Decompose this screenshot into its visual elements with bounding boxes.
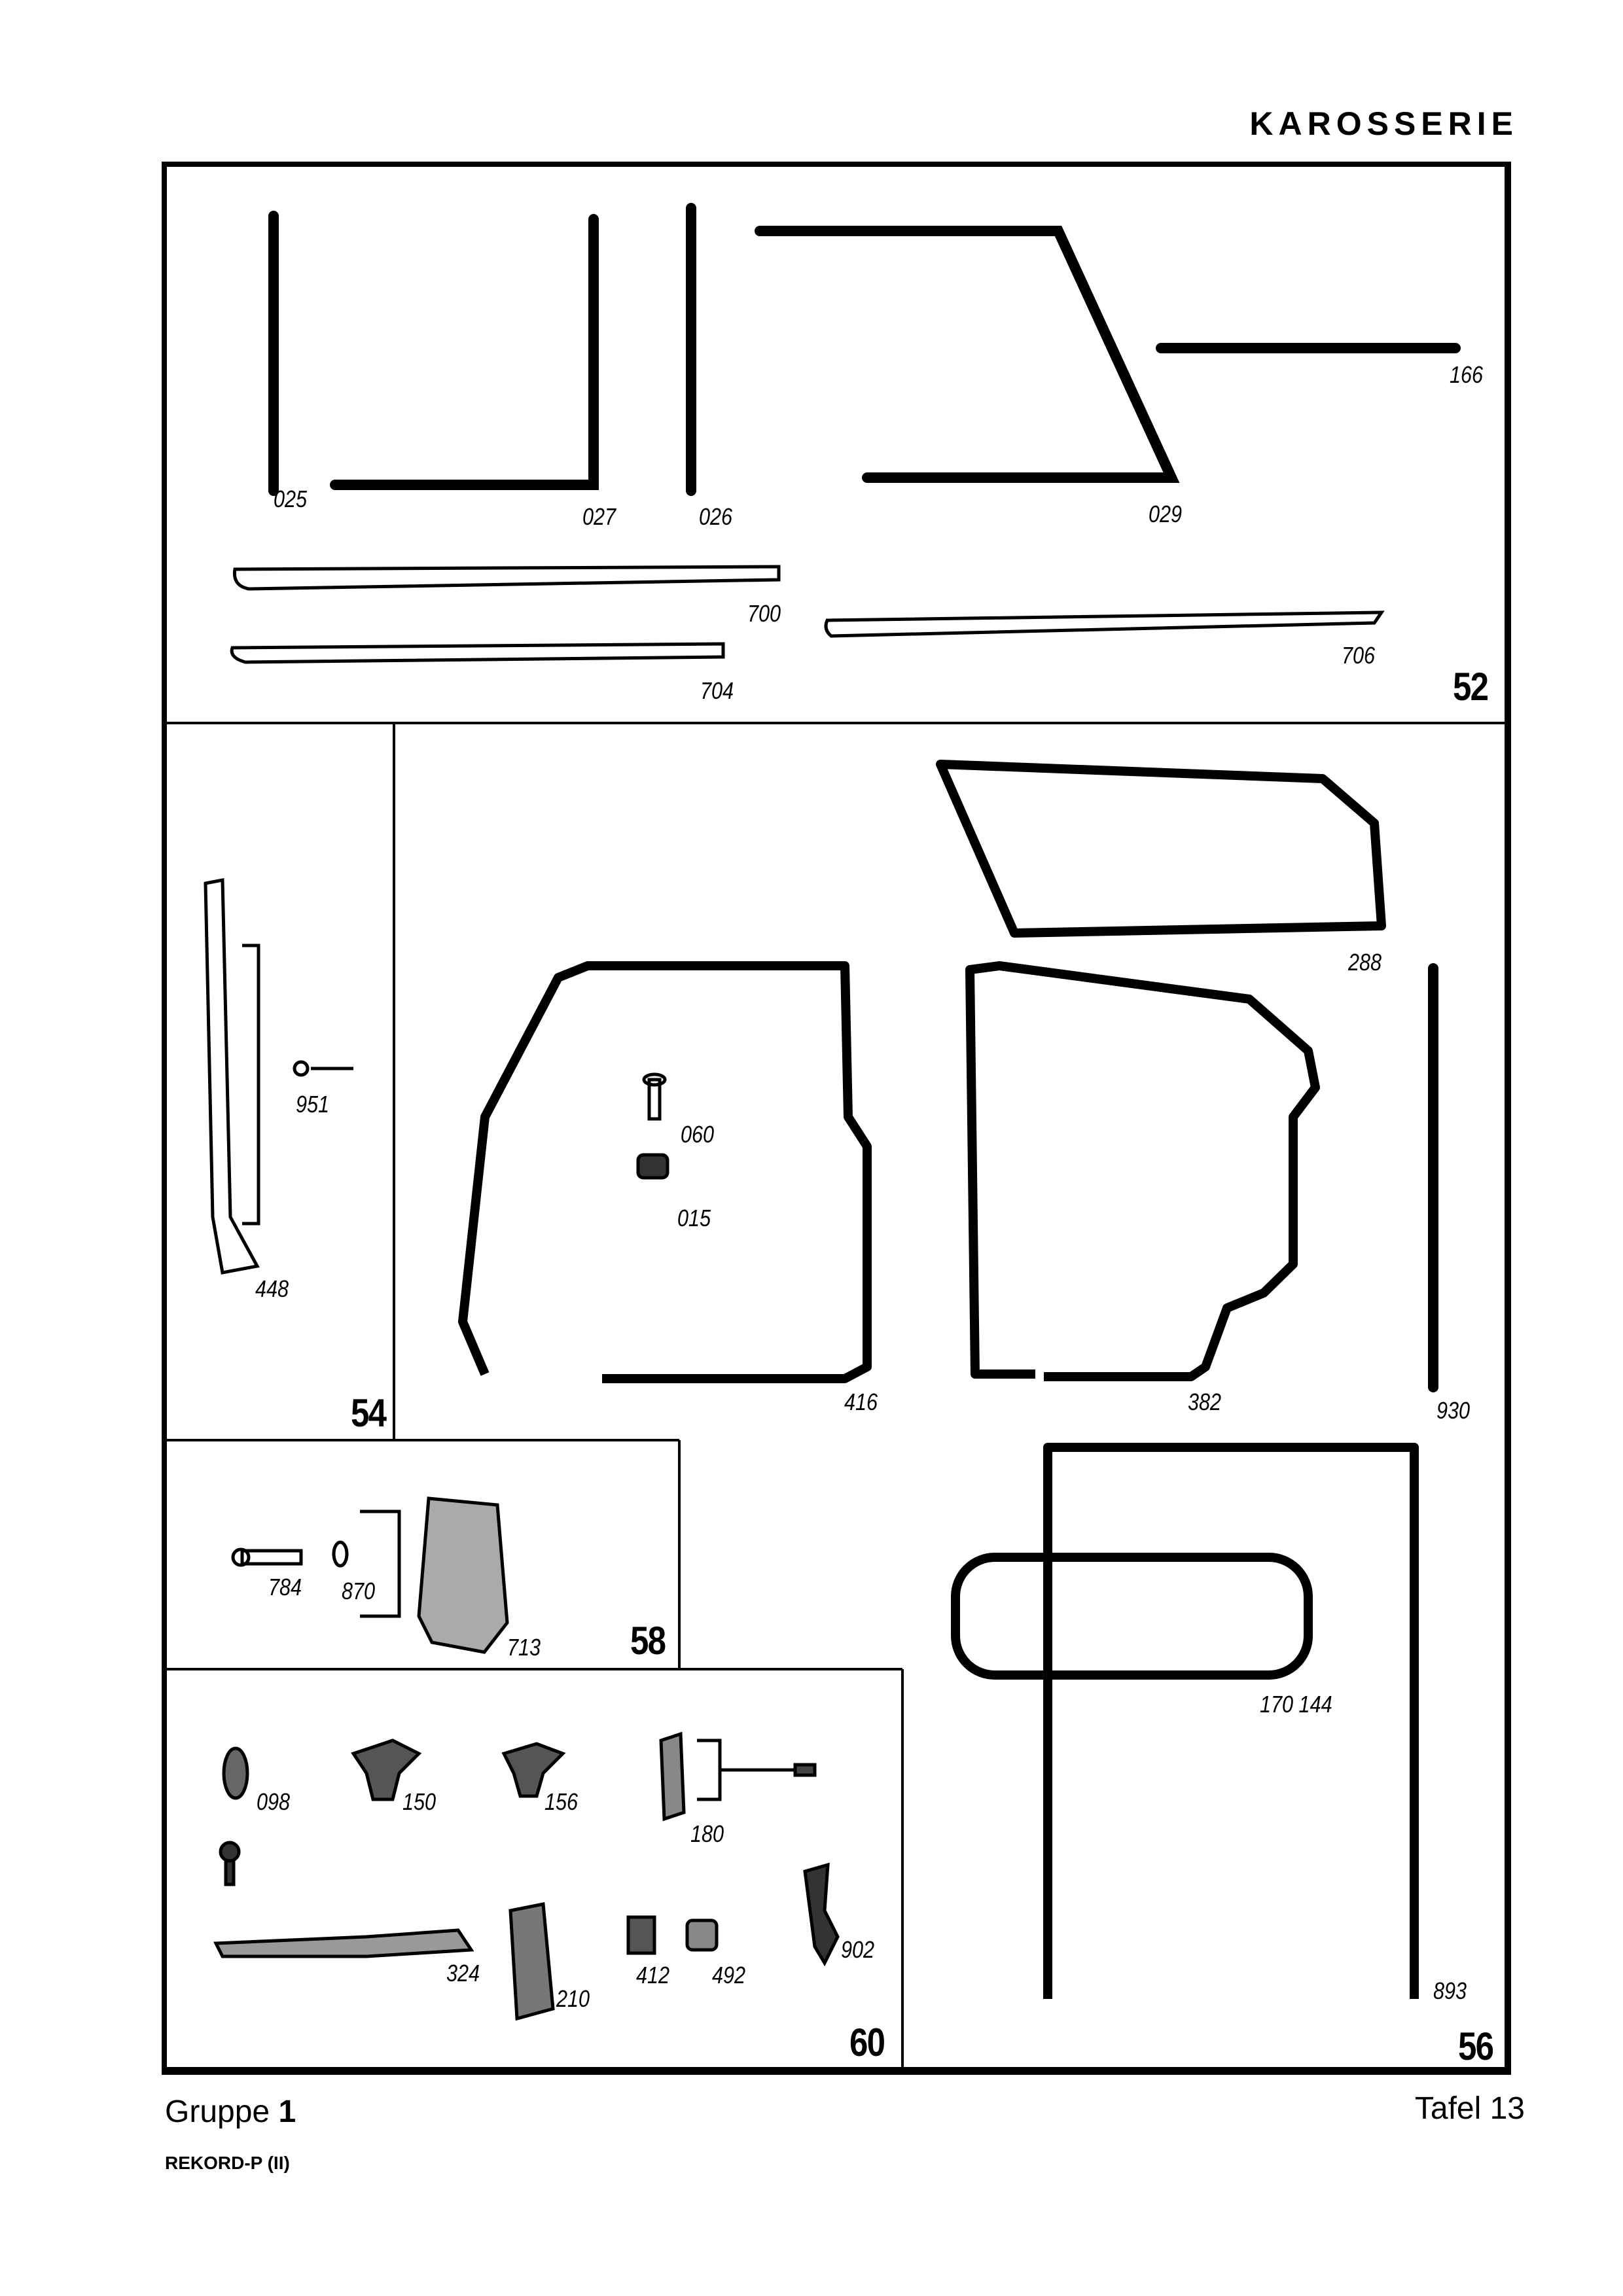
part-label: 210 [556, 1985, 590, 2012]
small-parts-56 [636, 1072, 669, 1180]
part-label: 098 [257, 1788, 291, 1815]
model-name: REKORD-P (II) [165, 2153, 290, 2173]
seal-027 [330, 214, 599, 490]
part-label: 060 [681, 1121, 715, 1148]
group-text: Gruppe [165, 2094, 270, 2129]
part-label: 170 144 [1260, 1691, 1332, 1718]
part-label: 930 [1436, 1397, 1471, 1424]
section-number: 54 [351, 1391, 387, 1435]
pillar-448 [204, 877, 353, 1275]
section-number: 60 [849, 2021, 885, 2064]
part-label: 893 [1433, 1977, 1467, 2004]
seal-416 [458, 961, 872, 1383]
part-label: 870 [342, 1578, 376, 1604]
part-label: 150 [402, 1788, 437, 1815]
part-label: 784 [268, 1574, 302, 1600]
part-label: 288 [1348, 949, 1382, 976]
plate-text: Tafel [1414, 2091, 1482, 2126]
seal-029 [755, 226, 1180, 483]
section-number: 52 [1453, 665, 1489, 709]
part-label: 902 [841, 1936, 875, 1963]
part-label: 180 [690, 1820, 724, 1847]
door-seals [458, 760, 1419, 1999]
channel-704 [230, 642, 725, 664]
part-label: 704 [700, 677, 734, 704]
part-label: 416 [844, 1388, 878, 1415]
part-label: 700 [747, 600, 781, 627]
small-parts-58 [231, 1496, 509, 1654]
part-label: 025 [274, 486, 308, 512]
section-dividers [164, 722, 1508, 2071]
seal-893 [1043, 1443, 1419, 1999]
plate-number: 13 [1489, 2091, 1525, 2126]
section-number: 58 [630, 1619, 666, 1663]
part-label: 015 [677, 1205, 711, 1231]
small-parts-60 [213, 1731, 840, 2021]
seal-382 [965, 961, 1320, 1381]
seal-288 [936, 760, 1386, 938]
diagram-frame [162, 162, 1511, 2075]
part-label: 706 [1342, 642, 1376, 669]
plate-label: Tafel 13 [1415, 2091, 1525, 2127]
part-label: 026 [699, 503, 733, 530]
part-label: 713 [507, 1634, 541, 1661]
channel-706 [824, 610, 1385, 638]
section-number: 56 [1458, 2024, 1494, 2068]
part-label: 166 [1450, 361, 1484, 388]
part-label: 492 [712, 1962, 746, 1988]
part-label: 324 [446, 1960, 480, 1987]
channel-700 [232, 565, 781, 591]
part-label: 412 [636, 1962, 670, 1988]
part-label: 029 [1149, 501, 1183, 527]
seal-170144 [951, 1553, 1313, 1680]
group-number: 1 [278, 2094, 296, 2129]
part-label: 382 [1188, 1388, 1222, 1415]
group-label: Gruppe 1 [165, 2094, 296, 2130]
part-label: 448 [255, 1275, 289, 1302]
part-label: 027 [582, 503, 616, 530]
page-heading: KAROSSERIE [1249, 105, 1518, 142]
seal-strips [268, 203, 1461, 1392]
part-label: 156 [544, 1788, 579, 1815]
part-label: 951 [296, 1091, 330, 1118]
window-channels [230, 565, 1385, 664]
